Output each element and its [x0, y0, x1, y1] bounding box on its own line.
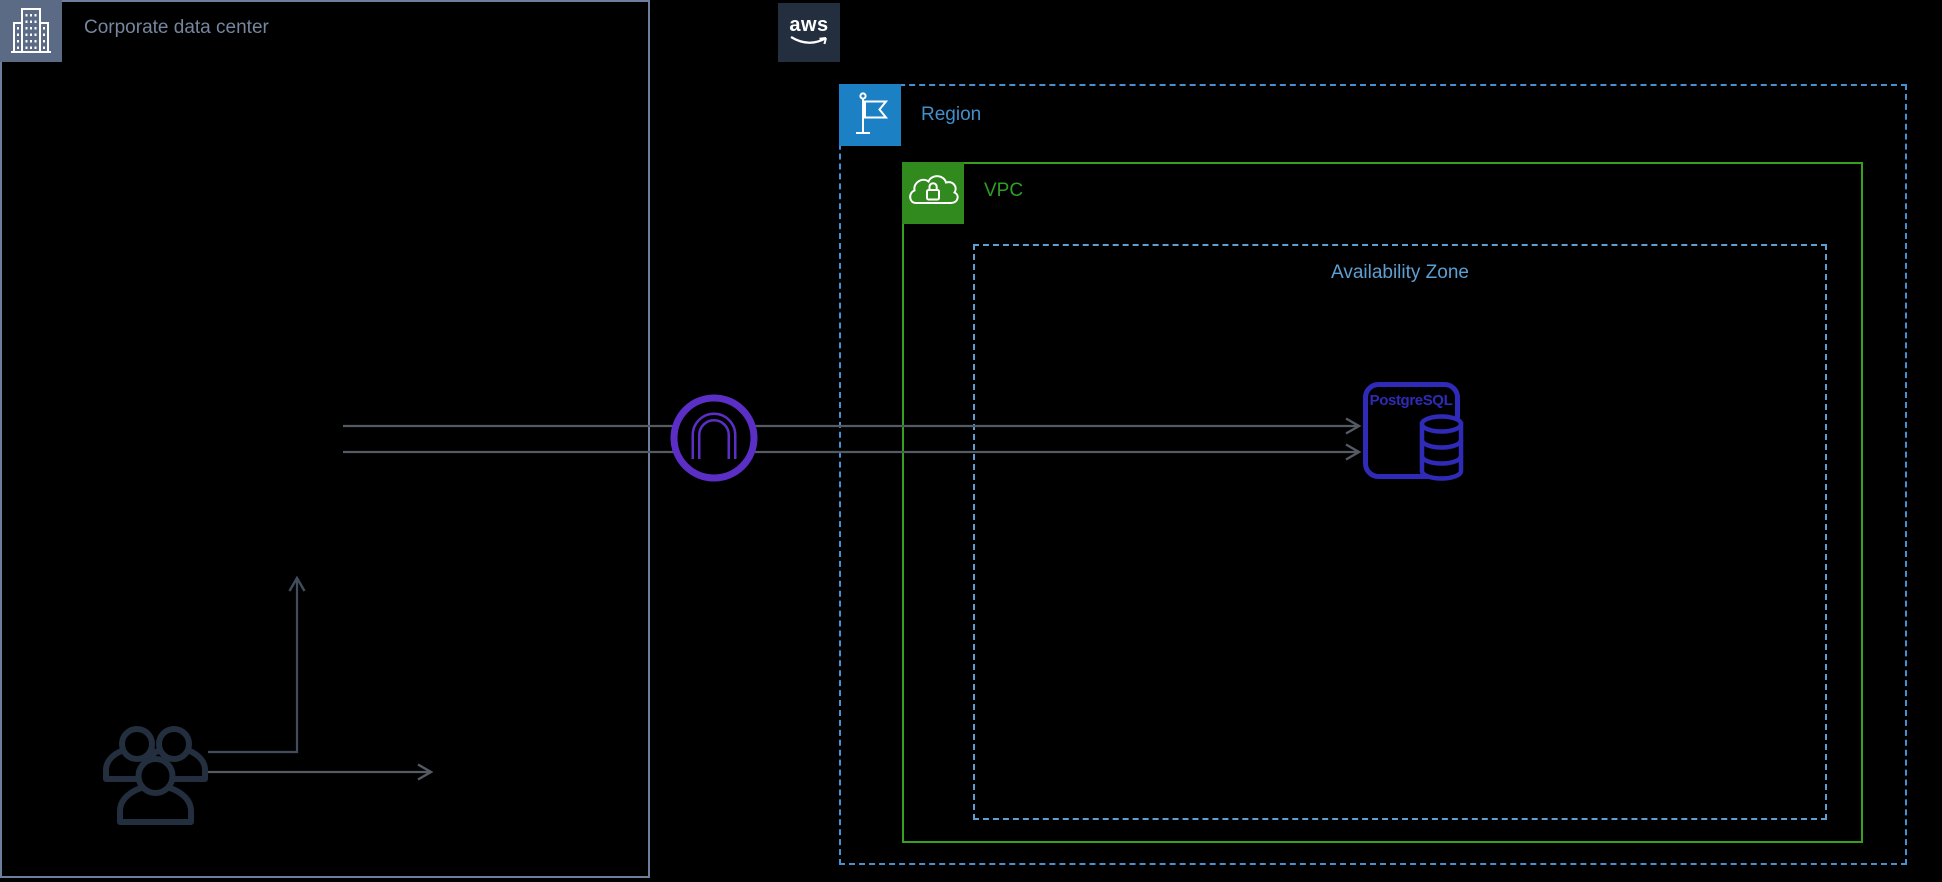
building-icon-glyph — [11, 8, 51, 53]
users-straight-arrow — [208, 763, 434, 781]
users-icon — [103, 726, 208, 825]
users-elbow-arrow — [208, 575, 306, 754]
cloud-lock-icon-glyph — [909, 175, 959, 204]
corporate-data-center-label: Corporate data center — [84, 17, 269, 38]
arrowhead-up-icon — [288, 575, 306, 592]
vpc-label: VPC — [984, 180, 1024, 201]
building-icon — [0, 0, 62, 62]
vpc-box — [902, 162, 1863, 843]
database-cylinder-icon — [1419, 421, 1464, 481]
region-label: Region — [921, 104, 982, 125]
postgresql-label: PostgreSQL — [1370, 392, 1453, 409]
aws-logo: aws — [778, 3, 840, 62]
gateway-icon — [670, 394, 758, 482]
aws-smile-icon — [790, 35, 827, 44]
availability-zone-label: Availability Zone — [1330, 262, 1469, 283]
arrowhead-right-icon — [1345, 443, 1362, 461]
vpc-cloud-lock-icon — [902, 162, 964, 224]
availability-zone-box — [973, 244, 1827, 820]
flow-connector-upper — [343, 417, 1362, 435]
flag-icon-glyph — [856, 92, 889, 134]
region-flag-icon — [839, 84, 901, 146]
region-box — [839, 84, 1907, 865]
aws-logo-text: aws — [789, 13, 829, 36]
postgresql-database-icon: PostgreSQL — [1363, 382, 1464, 481]
arrowhead-right-icon — [1345, 417, 1362, 435]
flow-connector-lower — [343, 443, 1362, 461]
arrowhead-right-icon — [417, 763, 434, 781]
corporate-data-center-box — [0, 0, 650, 878]
